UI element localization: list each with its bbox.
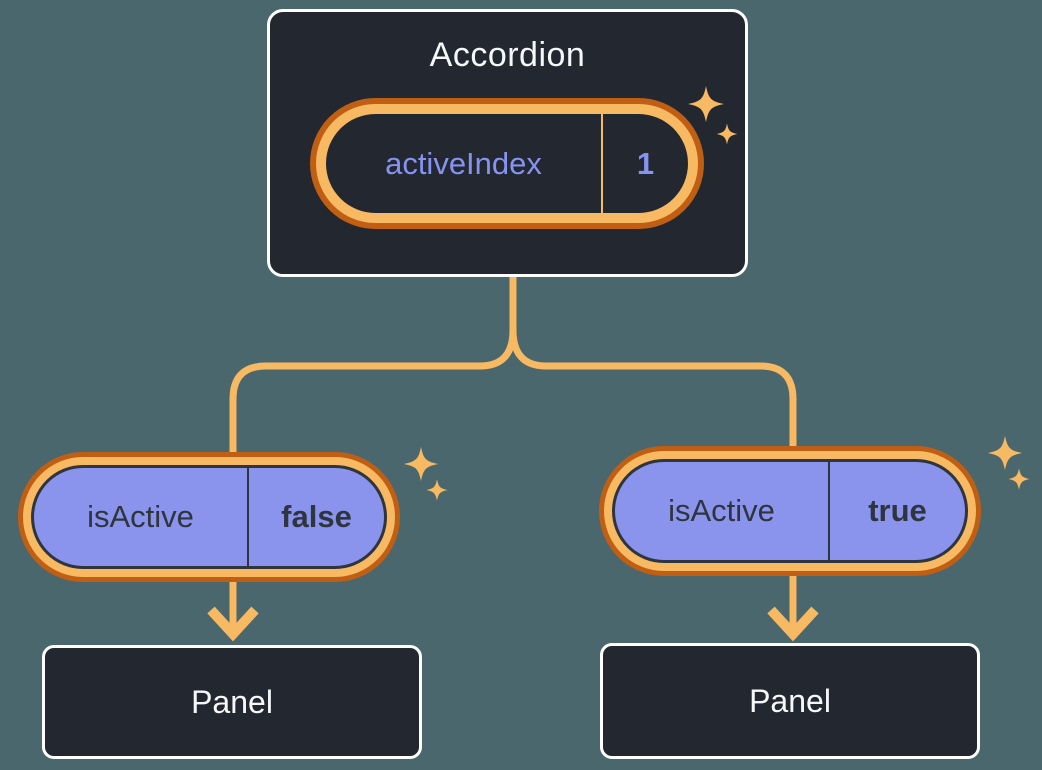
- prop-pill-body: isActive false: [31, 465, 387, 569]
- panel-node-right: Panel: [600, 643, 980, 759]
- sparkle-icon: [1008, 468, 1030, 490]
- sparkle-icon: [987, 435, 1023, 471]
- state-pill-activeindex: activeIndex 1: [310, 98, 704, 229]
- pill-divider: [247, 468, 249, 566]
- state-label: activeIndex: [385, 145, 542, 181]
- prop-pill-isactive-false: isActive false: [18, 452, 400, 582]
- prop-value: false: [281, 499, 352, 534]
- pill-divider: [828, 462, 830, 560]
- prop-label: isActive: [87, 499, 194, 534]
- state-value: 1: [636, 145, 655, 181]
- panel-node-title: Panel: [749, 682, 831, 719]
- panel-node-left: Panel: [42, 645, 422, 759]
- pill-divider: [601, 114, 603, 213]
- prop-pill-body: isActive true: [612, 459, 968, 563]
- arrow-down-icon: [767, 606, 819, 642]
- accordion-node-title: Accordion: [429, 36, 586, 74]
- prop-pill-isactive-true: isActive true: [599, 446, 981, 576]
- state-pill-body: activeIndex 1: [326, 114, 688, 213]
- arrow-down-icon: [207, 606, 259, 642]
- sparkle-icon: [403, 446, 439, 482]
- panel-node-title: Panel: [191, 683, 273, 720]
- sparkle-icon: [426, 479, 448, 501]
- prop-label: isActive: [668, 493, 775, 528]
- prop-value: true: [868, 493, 927, 528]
